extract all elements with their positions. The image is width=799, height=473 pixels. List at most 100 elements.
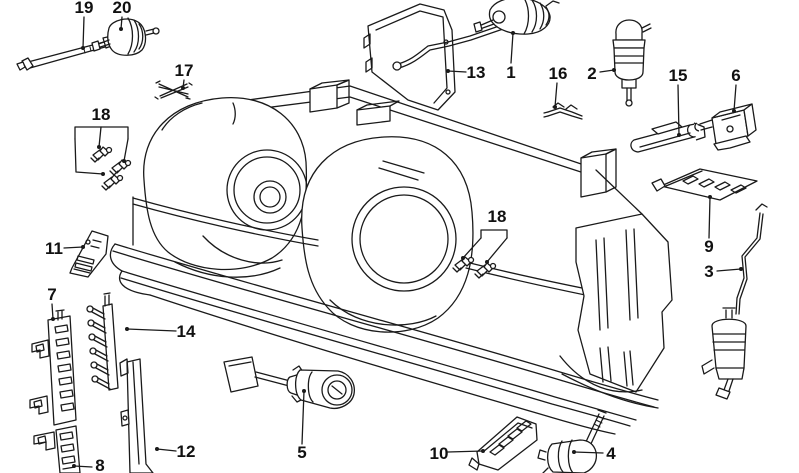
leader-dot <box>101 172 105 176</box>
callout-10: 10 <box>430 444 485 463</box>
part-number-label: 6 <box>731 66 740 85</box>
leader-line <box>511 33 513 63</box>
leader-line <box>678 85 679 135</box>
part-number-label: 5 <box>297 443 306 462</box>
callout-3: 3 <box>704 262 743 281</box>
leader-line <box>555 83 557 107</box>
part-number-label: 2 <box>587 64 596 83</box>
leader-line <box>487 238 507 262</box>
heater-blower-housing <box>110 80 672 434</box>
leader-dot <box>461 256 465 260</box>
callout-1: 1 <box>506 31 516 82</box>
leader-dot <box>122 159 126 163</box>
callout-14: 14 <box>125 322 196 341</box>
part-13-flap-panel <box>364 4 515 110</box>
leader-dot <box>81 46 85 50</box>
leader-dot <box>302 389 306 393</box>
leader-dot <box>119 27 123 31</box>
leader-dot <box>51 317 55 321</box>
part-number-label: 8 <box>95 456 104 473</box>
leader-dot <box>511 31 515 35</box>
part-20-vacuum-actuator <box>92 18 159 55</box>
leader-line <box>600 70 614 72</box>
leader-dot <box>125 327 129 331</box>
leader-line <box>302 391 304 444</box>
leader-line <box>734 85 736 111</box>
callout-6: 6 <box>731 66 741 113</box>
leader-line <box>64 247 83 248</box>
leader-dot <box>732 109 736 113</box>
part-number-label: 1 <box>506 63 515 82</box>
part-number-label: 20 <box>113 0 132 17</box>
part-4-actuator <box>538 410 606 473</box>
leader-dot <box>481 449 485 453</box>
leader-line <box>717 269 741 271</box>
leader-line <box>127 329 176 331</box>
part-19-rod <box>17 35 119 70</box>
callout-18: 18 <box>461 207 507 264</box>
leader-line <box>121 17 122 29</box>
part-10-slotted-plate <box>469 417 537 470</box>
part-number-label: 11 <box>45 239 63 258</box>
part-7-slotted-rail <box>30 310 76 425</box>
part-number-label: 7 <box>47 285 56 304</box>
part-number-label: 14 <box>177 322 196 341</box>
part-number-label: 4 <box>606 444 616 463</box>
callout-17: 17 <box>175 61 194 90</box>
part-number-label: 10 <box>430 444 449 463</box>
callouts-layer: 19 20 17 18 13 1 16 2 15 6 11 18 9 3 7 14 12 8 5 10 4 <box>45 0 743 473</box>
part-number-label: 3 <box>704 262 713 281</box>
part-12-bracket <box>120 359 153 473</box>
part-8-slotted-rail <box>34 426 80 473</box>
callout-11: 11 <box>45 239 85 258</box>
callout-16: 16 <box>549 64 568 109</box>
part-1-actuator <box>474 0 559 34</box>
part-number-label: 9 <box>704 237 713 256</box>
leader-line <box>83 17 84 48</box>
part-number-label: 19 <box>75 0 94 17</box>
callout-18: 18 <box>75 105 128 176</box>
leader-line <box>463 238 481 258</box>
callout-12: 12 <box>155 442 195 461</box>
leader-dot <box>97 145 101 149</box>
leader-dot <box>612 68 616 72</box>
callout-20: 20 <box>113 0 132 31</box>
leader-dot <box>446 69 450 73</box>
leader-dot <box>739 267 743 271</box>
callout-19: 19 <box>75 0 94 50</box>
leader-dot <box>181 86 185 90</box>
part-number-label: 18 <box>92 105 111 124</box>
leader-dot <box>677 133 681 137</box>
leader-dot <box>485 260 489 264</box>
leader-dot <box>553 105 557 109</box>
callout-13: 13 <box>446 63 485 82</box>
callout-4: 4 <box>572 444 616 463</box>
part-16-clip <box>544 103 582 119</box>
leader-line <box>75 127 128 139</box>
callout-2: 2 <box>587 64 616 83</box>
part-11-bracket <box>70 231 108 277</box>
part-15-sleeve <box>631 122 705 152</box>
leader-line <box>124 139 128 161</box>
leader-line <box>74 466 92 467</box>
leader-line <box>709 197 710 238</box>
leader-line <box>157 449 176 451</box>
leader-dot <box>572 450 576 454</box>
part-number-label: 16 <box>549 64 568 83</box>
leader-line <box>481 230 507 238</box>
part-6-valve <box>695 104 756 150</box>
leader-line <box>75 139 103 174</box>
part-9-slotted-plate <box>652 169 757 200</box>
part-5-actuator <box>224 357 354 408</box>
part-2-actuator <box>613 20 651 106</box>
leader-line <box>448 71 466 72</box>
callout-15: 15 <box>669 66 687 137</box>
leader-line <box>448 451 483 452</box>
part-17-clip <box>155 81 192 99</box>
part-number-label: 17 <box>175 61 194 80</box>
leader-dot <box>72 464 76 468</box>
callout-8: 8 <box>72 456 105 473</box>
callout-7: 7 <box>47 285 57 321</box>
part-number-label: 13 <box>467 63 486 82</box>
